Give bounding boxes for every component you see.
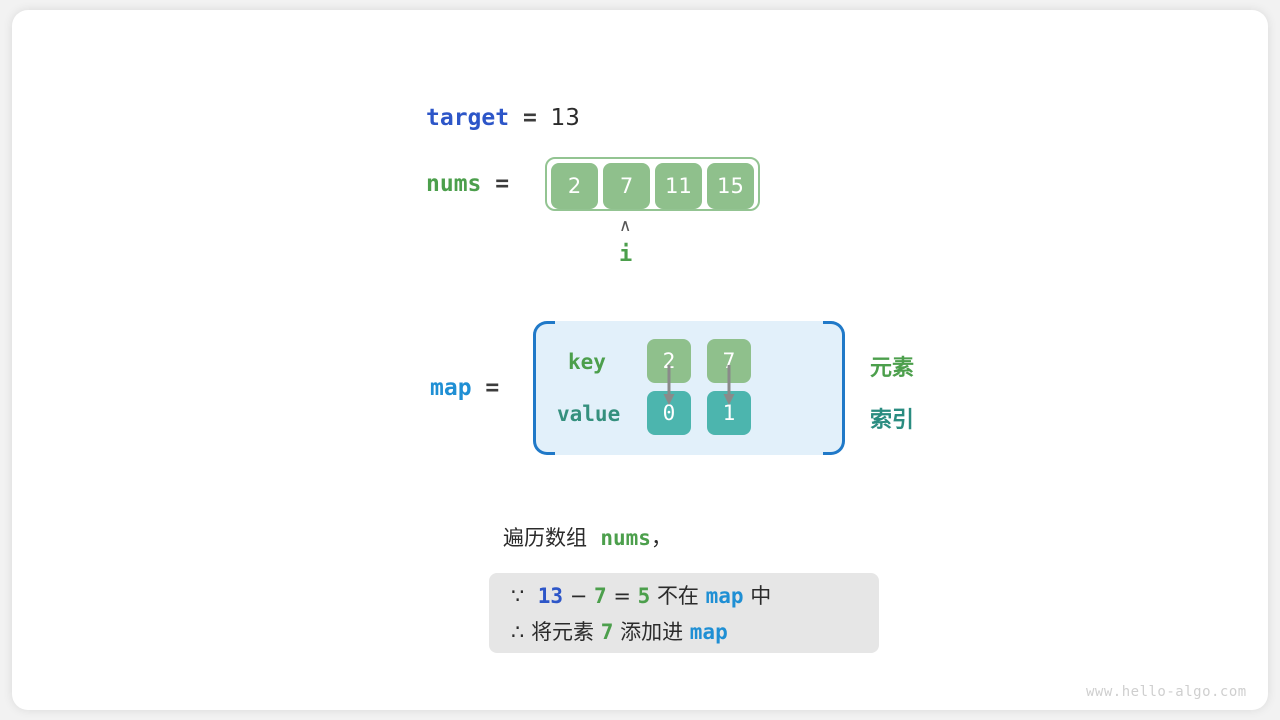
note-action-text: 将元素 (531, 620, 595, 644)
caption-text: 遍历数组 nums， (503, 523, 672, 553)
note-therefore-symbol: ∴ (511, 620, 525, 644)
caption-keyword: nums (600, 526, 651, 550)
note-eq: = (606, 584, 638, 608)
pointer-index-label: i (619, 242, 633, 267)
caption-space (587, 526, 600, 550)
note-mid-text: 不在 (656, 584, 699, 608)
map-mapping-arrow-icon (723, 365, 735, 405)
nums-cells: 2 7 11 15 (547, 159, 758, 209)
note-sp2 (650, 584, 657, 608)
note-minus: − (563, 584, 594, 608)
map-var-label: map (430, 375, 472, 401)
map-key-cell: 7 (707, 339, 751, 383)
map-key-row-label: key (568, 350, 606, 374)
note-line-1: ∵ 13 − 7 = 5 不在 map 中 (511, 583, 771, 609)
note-map-keyword: map (705, 584, 744, 608)
note-sp1 (524, 584, 537, 608)
target-value: 13 (550, 105, 580, 131)
note-action-mid: 添加进 (620, 620, 684, 644)
note-map-keyword-2: map (689, 620, 728, 644)
legend-index-label: 索引 (870, 408, 915, 433)
watermark: www.hello-algo.com (1086, 684, 1247, 700)
map-value-row-label: value (557, 402, 621, 426)
map-bracket-right (823, 321, 845, 455)
pointer-caret-icon: ∧ (619, 216, 632, 236)
note-target-value: 13 (537, 584, 564, 608)
map-mapping-arrow-icon (663, 365, 675, 405)
nums-cell: 15 (707, 163, 754, 209)
note-sp8 (683, 620, 690, 644)
note-because-symbol: ∵ (511, 584, 525, 608)
target-row: target = 13 (426, 103, 580, 133)
note-box: ∵ 13 − 7 = 5 不在 map 中 ∴ 将元素 7 添加进 map (489, 573, 879, 653)
note-added-element: 7 (600, 620, 614, 644)
map-label-row: map = (430, 373, 499, 403)
note-sp3 (699, 584, 706, 608)
note-current-value: 7 (593, 584, 607, 608)
note-result-value: 5 (637, 584, 651, 608)
nums-cell: 2 (551, 163, 598, 209)
map-bracket-left (533, 321, 555, 455)
nums-cell: 11 (655, 163, 702, 209)
nums-label-row: nums = (426, 169, 509, 199)
nums-equals: = (481, 171, 510, 197)
legend-element-label: 元素 (870, 356, 915, 381)
target-equals: = (509, 105, 551, 131)
note-end-text: 中 (750, 584, 772, 608)
caption-prefix: 遍历数组 (503, 526, 587, 550)
nums-var-label: nums (426, 171, 482, 197)
note-line-2: ∴ 将元素 7 添加进 map (511, 619, 728, 645)
diagram-card: target = 13 nums = 2 7 11 15 ∧ i map = k… (12, 10, 1268, 710)
nums-array-container: 2 7 11 15 (545, 157, 760, 211)
note-sp6 (594, 620, 601, 644)
target-var-label: target (426, 105, 510, 131)
map-equals: = (471, 375, 500, 401)
nums-cell: 7 (603, 163, 650, 209)
caption-suffix: ， (650, 526, 672, 550)
